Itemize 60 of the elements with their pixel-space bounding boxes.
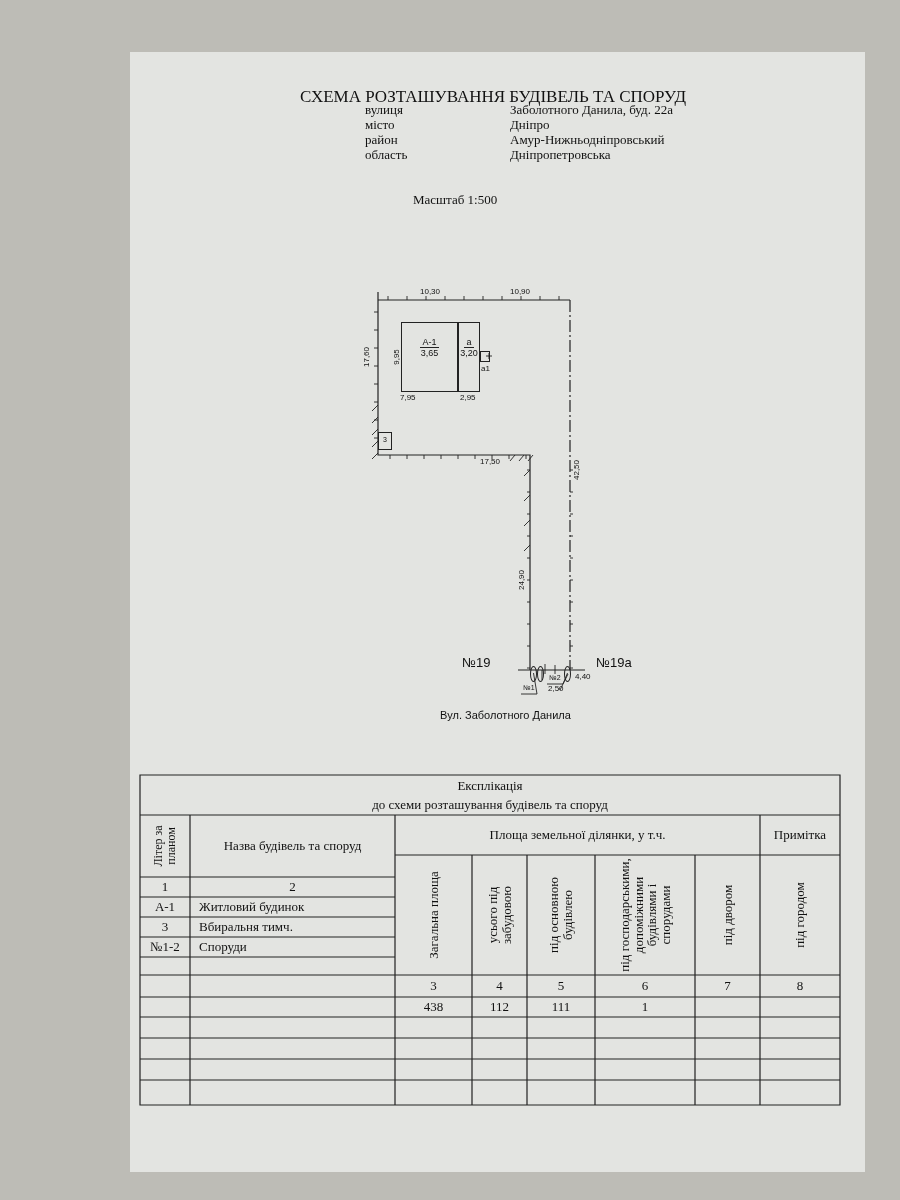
field-name: область [365, 148, 408, 163]
title: СХЕМА РОЗТАШУВАННЯ БУДІВЕЛЬ ТА СПОРУД [299, 88, 687, 106]
column-header: під основною будівлею [547, 876, 575, 955]
building-letter: А-1 [420, 337, 439, 348]
dimension: 2,50 [548, 685, 564, 694]
table-cell: 111 [551, 999, 571, 1014]
porch-letter: а1 [481, 364, 490, 373]
field-value: Амур-Нижньодніпровський [510, 133, 665, 148]
annex-height: 3,20 [460, 348, 478, 358]
table-title: Експлікація [457, 778, 523, 793]
annex-outline [458, 322, 480, 392]
table-cell: 7 [724, 978, 731, 993]
table-cell: №1-2 [150, 939, 180, 954]
column-header: Загальна площа [426, 870, 441, 961]
leader-line [546, 672, 568, 685]
column-header: під двором [720, 883, 735, 948]
table-cell: 112 [490, 999, 509, 1014]
dimension: 17,50 [480, 458, 501, 467]
dimension: 42,50 [572, 460, 582, 480]
table-cell-text: Житловий будинок [198, 899, 305, 914]
table-cell: 8 [796, 978, 804, 993]
column-header: усього під забудовою [485, 884, 514, 947]
field-value: Дніпропетровська [510, 148, 611, 163]
table-title: до схеми розташування будівель та споруд [372, 797, 608, 812]
table-cell: А-1 [154, 899, 176, 914]
table-cell: 438 [423, 999, 444, 1014]
table-cell: 2 [289, 879, 296, 894]
field-name: місто [365, 118, 395, 133]
table-cell: 3 [430, 978, 437, 993]
building-height: 3,65 [420, 348, 439, 358]
field-name: район [365, 133, 398, 148]
table-cell-text: Споруди [198, 939, 247, 954]
dimension: 17,60 [362, 347, 372, 367]
dimension: 10,30 [420, 288, 441, 297]
house-outline [401, 322, 458, 392]
table-cell: 6 [641, 978, 649, 993]
table-cell: 1 [641, 999, 649, 1014]
dimension: 10,90 [510, 288, 531, 297]
column-header: Площа земельної ділянки, у т.ч. [489, 827, 666, 842]
table-cell-text: Вбиральня тимч. [198, 919, 293, 934]
column-header: під городом [793, 881, 807, 950]
dimension: 2,95 [460, 394, 476, 403]
column-header: під господарськими, допоміжними будівлями і спорудами [617, 858, 673, 972]
scale-label: Масштаб 1:500 [413, 193, 498, 208]
column-header: Примітка [773, 827, 827, 842]
outbuilding-outline [378, 432, 392, 450]
field-value: Дніпро [510, 118, 550, 133]
plot-number: №19а [596, 656, 632, 671]
table-cell: 5 [557, 978, 565, 993]
table-cell: 4 [496, 978, 503, 993]
column-header: Назва будівель та споруд [223, 838, 362, 853]
annex-letter: а [464, 337, 474, 348]
leader-line [520, 672, 538, 695]
table-cell: 1 [161, 879, 169, 894]
column-header: Літер за планом [152, 824, 178, 869]
table-cell: 3 [161, 919, 169, 934]
plot-number: №19 [462, 656, 491, 671]
field-name: вулиця [365, 103, 403, 118]
dimension: 24,90 [517, 570, 527, 590]
street-name: Вул. Заболотного Данила [440, 709, 571, 722]
